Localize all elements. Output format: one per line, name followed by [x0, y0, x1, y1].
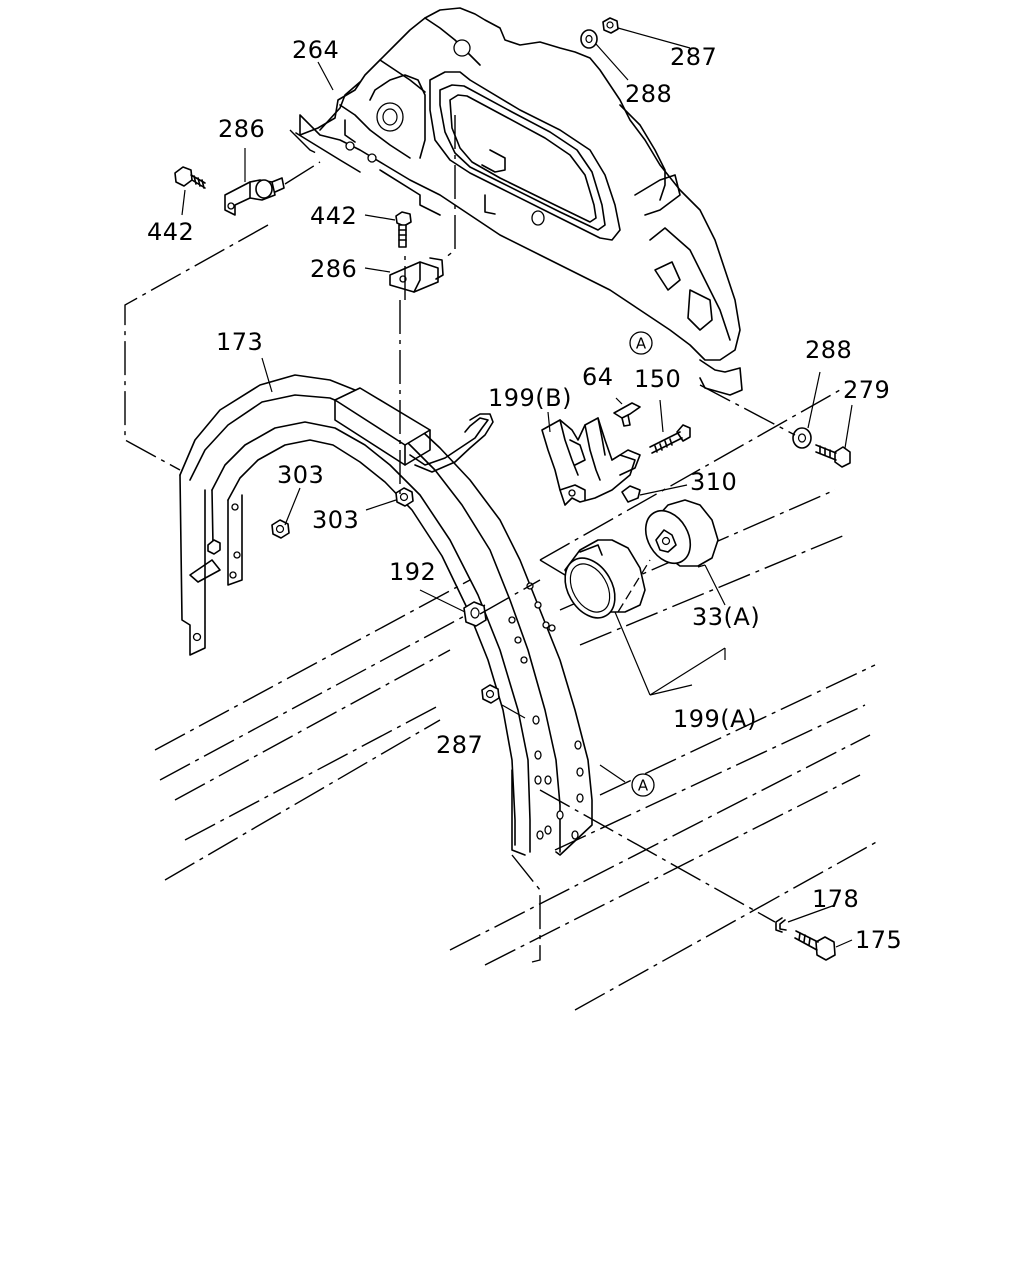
label-175: 175 — [855, 926, 902, 954]
bracket-286-mid — [389, 257, 444, 293]
fuel-tank-264 — [295, 7, 743, 396]
washer-288-right — [792, 427, 812, 449]
label-442-left: 442 — [147, 218, 194, 246]
label-173: 173 — [216, 328, 263, 356]
bracket-199b — [541, 417, 641, 506]
part-labels: 264 287 288 286 442 442 286 173 64 150 1… — [147, 36, 902, 954]
label-150: 150 — [634, 365, 681, 393]
bolt-442-mid — [395, 211, 412, 248]
cushion-199a — [564, 539, 646, 619]
label-303-b: 303 — [312, 506, 359, 534]
label-287-top: 287 — [670, 43, 717, 71]
bolt-150 — [649, 424, 691, 454]
label-279: 279 — [843, 376, 890, 404]
frame-rail-outline — [154, 389, 881, 1011]
label-199b: 199(B) — [488, 384, 572, 412]
nut-287-bottom — [481, 684, 500, 704]
ref-a-bottom: A — [631, 773, 655, 797]
ref-a-bottom-text: A — [638, 777, 649, 795]
bolt-279 — [815, 444, 851, 468]
label-178: 178 — [812, 885, 859, 913]
label-310: 310 — [690, 468, 737, 496]
label-287-bottom: 287 — [436, 731, 483, 759]
phantom-lines — [124, 115, 796, 963]
nut-287-top — [602, 17, 619, 34]
ref-a-top-text: A — [636, 335, 647, 353]
label-303-a: 303 — [277, 461, 324, 489]
label-286-left: 286 — [218, 115, 265, 143]
label-33a: 33(A) — [692, 603, 760, 631]
strap-173 — [179, 374, 593, 856]
washer-178 — [775, 917, 787, 933]
washer-288-top — [580, 29, 598, 49]
bolt-175 — [794, 930, 836, 961]
clip-64 — [613, 402, 641, 427]
ref-a-top: A — [629, 331, 653, 355]
label-264: 264 — [292, 36, 339, 64]
label-288-top: 288 — [625, 80, 672, 108]
nut-303-b — [395, 487, 414, 507]
nut-192 — [463, 601, 487, 627]
label-64: 64 — [582, 363, 614, 391]
leader-lines — [181, 27, 853, 948]
label-199a: 199(A) — [673, 705, 757, 733]
label-442-mid: 442 — [310, 202, 357, 230]
bolt-442-left — [174, 166, 206, 189]
label-288-right: 288 — [805, 336, 852, 364]
clip-310 — [621, 485, 641, 503]
label-286-mid: 286 — [310, 255, 357, 283]
rubber-33a — [644, 499, 719, 567]
label-192: 192 — [389, 558, 436, 586]
bracket-286-left — [224, 177, 285, 216]
